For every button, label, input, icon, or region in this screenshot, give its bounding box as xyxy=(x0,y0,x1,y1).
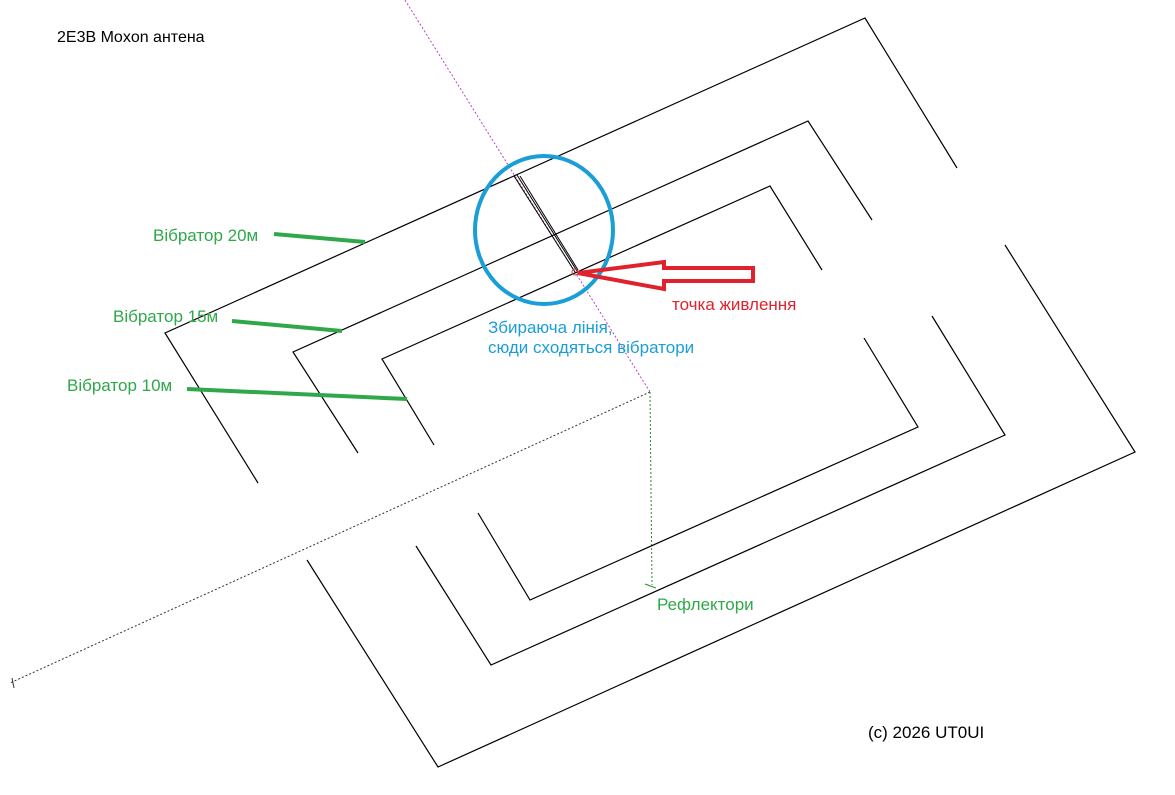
label-collecting-line: Збираюча лінія, сюди сходяться вібратори xyxy=(488,318,694,358)
label-collecting-line-1: Збираюча лінія, xyxy=(488,318,613,337)
label-vibrator-20m: Вібратор 20м xyxy=(153,226,259,245)
label-vibrator-15m: Вібратор 15м xyxy=(113,307,219,326)
vibrator-20m-wire xyxy=(164,17,958,484)
pointer-vibrator-15m xyxy=(231,319,343,333)
label-reflectors: Рефлектори xyxy=(657,595,754,614)
pointer-vibrator-10m xyxy=(186,387,408,401)
label-vibrator-10m: Вібратор 10м xyxy=(67,376,173,395)
label-feed-point: точка живлення xyxy=(672,295,797,314)
axis-green xyxy=(649,391,653,586)
diagram-title: 2E3B Moxon антена xyxy=(57,29,205,46)
axis-dark xyxy=(9,391,651,684)
vibrator-15m-wire xyxy=(292,120,873,454)
pointer-vibrator-20m xyxy=(273,232,366,244)
copyright-text: (c) 2026 UT0UI xyxy=(868,723,985,742)
collecting-line-wire-3 xyxy=(519,175,579,271)
axis-end-tick xyxy=(11,677,15,689)
axis-green-tick xyxy=(644,583,657,589)
reflector-15m-wire xyxy=(415,315,1006,666)
collecting-line-wire-1 xyxy=(513,175,576,273)
feed-point-arrow xyxy=(577,259,755,292)
collecting-line-ellipse xyxy=(473,154,615,306)
collecting-line-wire-2 xyxy=(516,174,578,272)
reflector-20m-wire xyxy=(306,244,1136,768)
label-collecting-line-2: сюди сходяться вібратори xyxy=(488,338,695,357)
vibrator-10m-wire xyxy=(381,185,823,446)
reflector-10m-wire xyxy=(477,337,919,601)
